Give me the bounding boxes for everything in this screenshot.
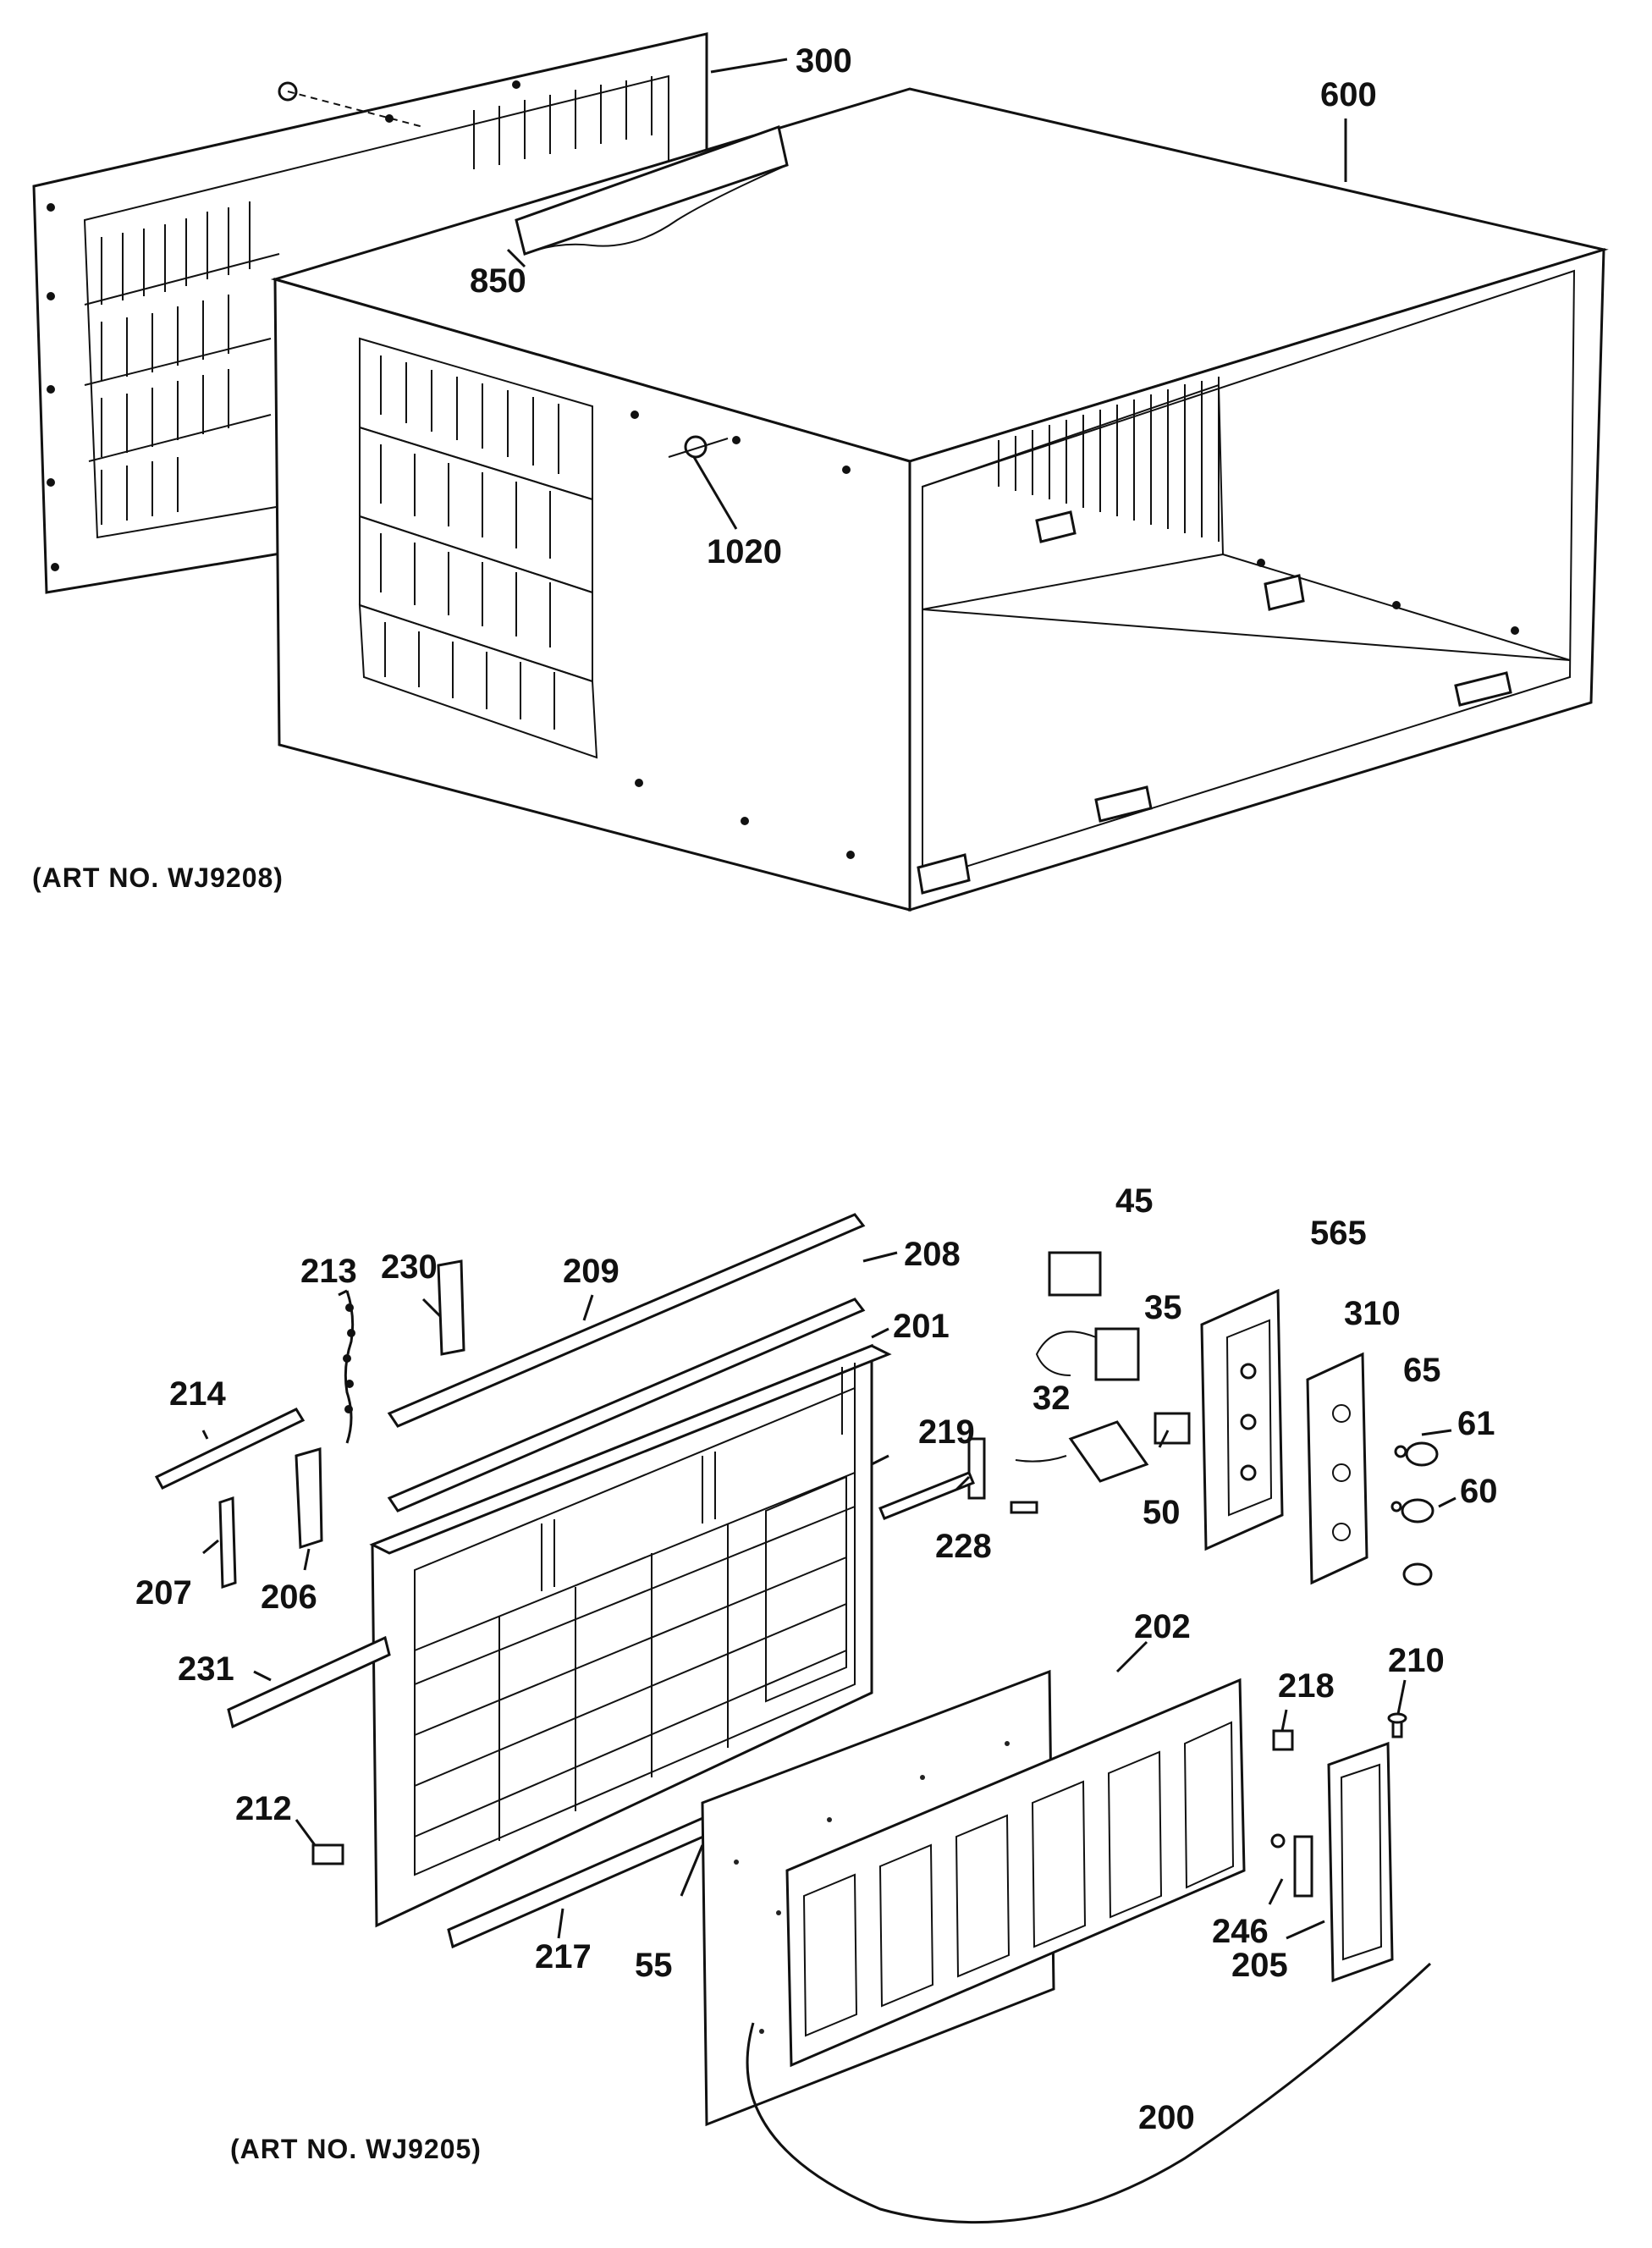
callout-218: 218 [1278,1667,1335,1705]
front-assembly: 45 565 35 310 213 230 209 208 201 214 32… [135,1182,1498,2224]
thermostat-32 [1015,1420,1149,1483]
callout-35: 35 [1144,1289,1182,1326]
outer-case-600 [270,87,1609,912]
spring-strip-213 [343,1290,355,1444]
switch-45 [1048,1251,1102,1297]
callout-565: 565 [1310,1215,1367,1252]
callout-202: 202 [1134,1608,1191,1645]
plug-1020 [668,435,729,459]
callout-246: 246 [1212,1913,1269,1950]
callout-50: 50 [1143,1494,1181,1531]
clip-212 [311,1843,344,1865]
motor-35 [1035,1327,1140,1381]
callout-65: 65 [1403,1352,1441,1389]
callout-210: 210 [1388,1642,1445,1679]
callout-228: 228 [935,1528,992,1565]
callout-205: 205 [1231,1947,1288,1984]
art-number-bottom: (ART NO. WJ9205) [230,2134,482,2164]
callout-230: 230 [381,1248,438,1286]
callout-206: 206 [261,1579,317,1616]
rail-208 [387,1298,866,1512]
callout-850: 850 [470,262,526,300]
art-number-top: (ART NO. WJ9208) [32,862,284,893]
callout-61: 61 [1457,1405,1495,1442]
callout-201: 201 [893,1308,950,1345]
callout-200: 200 [1138,2099,1195,2136]
block-230 [437,1259,465,1356]
door-205 [1327,1741,1394,1983]
bracket-206 [295,1447,323,1550]
clip-218 [1272,1729,1294,1751]
callout-217: 217 [535,1938,592,1975]
front-frame-201 [369,1343,892,1928]
callout-1020: 1020 [707,533,782,570]
callout-32: 32 [1032,1380,1071,1417]
screw-210 [1387,1712,1407,1738]
clip-246 [1270,1833,1313,1898]
callout-209: 209 [563,1253,620,1290]
clip-50 [1154,1412,1191,1445]
case-side-louvers [358,337,598,759]
rail-231 [227,1635,391,1729]
top-strip-850 [515,125,789,256]
callout-214: 214 [169,1375,226,1413]
callout-310: 310 [1344,1295,1401,1332]
nameplate-310 [1306,1352,1368,1585]
callout-212: 212 [235,1790,292,1827]
callout-55: 55 [635,1947,673,1984]
front-grille-202 [785,1678,1246,2068]
bracket-207 [218,1496,237,1590]
callout-207: 207 [135,1574,192,1612]
rail-209 [387,1213,866,1428]
callout-60: 60 [1460,1473,1498,1510]
callout-231: 231 [178,1650,234,1688]
knobs-60-61-65 [1390,1441,1439,1586]
control-panel-565 [1200,1288,1284,1551]
bracket-200 [746,1962,1432,2224]
cabinet-assembly: 300 600 850 1020 (ART NO. WJ9208) [32,32,1609,912]
callout-219: 219 [918,1413,975,1451]
callout-213: 213 [300,1253,357,1290]
rod-228 [878,1471,1038,1520]
callout-45: 45 [1115,1182,1154,1220]
callout-600: 600 [1320,76,1377,113]
rod-214 [154,1408,306,1490]
callout-208: 208 [904,1236,961,1273]
callout-300: 300 [796,42,852,80]
